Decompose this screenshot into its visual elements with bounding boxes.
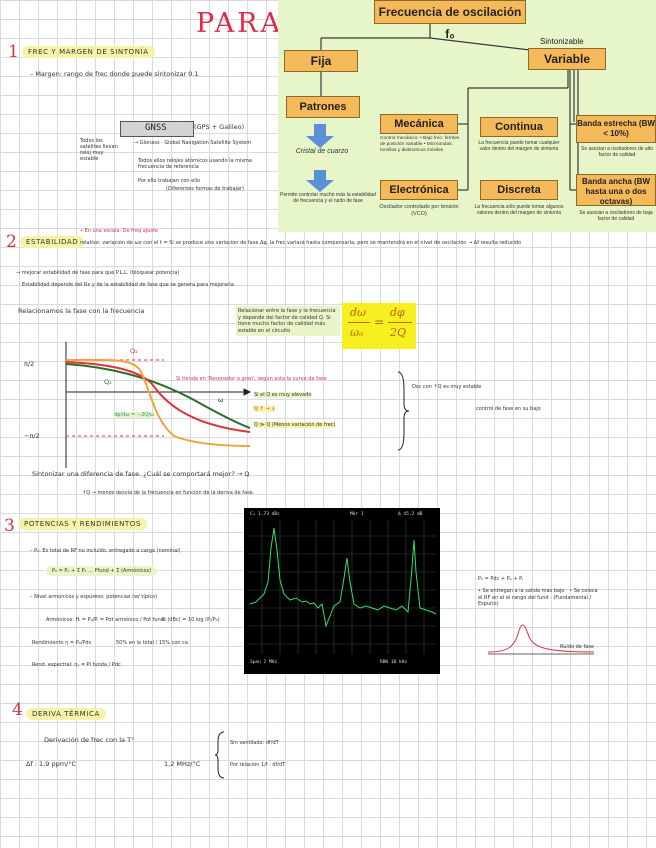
s2-brace-note-2: control de fase en su bajo bbox=[476, 406, 541, 412]
s2-relacion: Relacionamos la fase con la frecuencia bbox=[18, 307, 144, 315]
s3-p1: – P₀: Es total de RF no incluido, entreg… bbox=[30, 548, 181, 554]
s2-green-note: Relacionar entre la fase y la frecuencia… bbox=[236, 306, 340, 336]
gnss-label: GNSS bbox=[145, 123, 167, 133]
gnss-note-3: (Diferentes formas de trabajar) bbox=[166, 186, 244, 192]
gnss-left: Todos los satélites llevan reloj muy est… bbox=[80, 138, 118, 162]
s3-formula: P₀ = Pₒ + Σ P₁ ... Pfund + Σ (Armónicos) bbox=[46, 566, 157, 576]
formula-dphi: dφ bbox=[390, 306, 405, 319]
mindmap-discreta-note: La frecuencia sólo puede tomar algunos v… bbox=[472, 204, 566, 217]
formula-frac-line-r bbox=[388, 322, 412, 323]
phase-plot bbox=[14, 340, 254, 470]
spectrum-label-3: Δ 45.2 dB bbox=[398, 512, 422, 517]
s4-line-3: 1,2 MHz/°C bbox=[164, 760, 200, 768]
s3-r1: Rendimiento η = P₀/Pdc bbox=[32, 640, 91, 646]
section-1-number: 1 bbox=[8, 42, 19, 62]
mindmap-fija: Fija bbox=[284, 50, 358, 72]
gnss-note-2: Por ello trabajan con ello bbox=[138, 178, 200, 184]
mindmap-patrones: Patrones bbox=[286, 96, 360, 118]
section-3-title: POTENCIAS Y RENDIMIENTOS bbox=[18, 518, 147, 530]
s3-h1: Armónicos: Hᵢ = P₀/Pᵢ = Pot armónico / P… bbox=[46, 617, 164, 623]
section-3-number: 3 bbox=[4, 516, 15, 536]
gnss-note-1: Todos ellos relojes atómicos usando la m… bbox=[138, 158, 268, 170]
formula-wo: ωₒ bbox=[350, 326, 363, 339]
mindmap-banda-estrecha: Banda estrecha (BW < 10%) bbox=[576, 115, 656, 143]
s2-g-note-3: Q ≫ Q (Menos variación de frec) bbox=[254, 422, 335, 428]
mindmap-discreta: Discreta bbox=[480, 180, 558, 200]
s3-r3: Rend. espectral: ηₛ = Pi funda / Pdc bbox=[32, 662, 121, 668]
mindmap-continua-note: La frecuencia puede tomar cualquier valo… bbox=[474, 140, 564, 153]
s2-line-3: Estabilidad depende del Rx y de la estab… bbox=[22, 282, 234, 288]
s2-g-note-2: Q ↑ → ↓ bbox=[254, 406, 275, 412]
s3-side-notes: • Se entregan a la salida mas bajo · • S… bbox=[478, 588, 598, 608]
s4-line-2: Δf : 1,9 ppm/°C bbox=[26, 760, 76, 768]
section-4-title: DERIVA TÉRMICA bbox=[26, 708, 106, 720]
s3-p2: – Nivel armónicos y espúreos: potencias … bbox=[30, 594, 157, 600]
mindmap-cristal: Cristal de cuarzo bbox=[294, 148, 350, 157]
mindmap-electronica: Electrónica bbox=[380, 180, 458, 200]
plot-label-q1: Q₁ bbox=[104, 378, 112, 386]
gnss-side: (GPS + Galileo) bbox=[194, 123, 244, 131]
spectrum-label-1: Cₘ 1.73 dBc bbox=[250, 512, 280, 517]
mindmap-patrones-note: Permite controlar mucho más la estabilid… bbox=[280, 192, 376, 205]
mindmap-root: Frecuencia de oscilación f₀ bbox=[374, 0, 526, 24]
s3-mini-spectrum bbox=[486, 618, 596, 658]
s3-h2: N (dBc) = 10 log (Pᵢ/P₀) bbox=[162, 617, 220, 623]
mindmap-estrecha-note: Se asocian a osciladores de alto factor … bbox=[578, 146, 656, 159]
s3-mini-label: Ruido de fase bbox=[560, 644, 594, 650]
section-1-title: FREC Y MARGEN DE SINTONÍA bbox=[22, 46, 155, 58]
s2-red-note: Si tiende en 'Resonador a gran', según e… bbox=[176, 376, 327, 382]
mindmap-electronica-note: Oscilador controlado por tensión (VCO) bbox=[378, 204, 460, 218]
spectrum-label-5: RBW 10 kHz bbox=[380, 660, 407, 665]
s2-footer-2: ↑Q → menos desvía de la frecuencia en fu… bbox=[82, 490, 254, 496]
plot-derivative: dφ/dω = −2Q/ω bbox=[114, 412, 154, 418]
spectrum-analyzer-image bbox=[244, 508, 440, 674]
s2-g-note-1: Si el Q es muy elevado bbox=[254, 392, 311, 398]
s2-brace-note: Osc con ↑Q es muy estable bbox=[412, 384, 481, 390]
section-2-title: ESTABILIDAD bbox=[20, 236, 84, 248]
s3-side: P₀ = Pdc + Pₑ + Pₗ bbox=[478, 576, 523, 582]
mindmap-ancha-note: Se asocian a osciladores de baja factor … bbox=[576, 210, 656, 223]
mindmap-mecanica-note: Control mecánico: • Bajo frec: ferrites … bbox=[380, 136, 460, 154]
formula-equals: = bbox=[374, 315, 384, 329]
plot-omega: ω bbox=[218, 396, 223, 404]
formula-dw: dω bbox=[350, 306, 366, 319]
s2-line-2: → mejorar estabilidad de fase para que P… bbox=[16, 270, 179, 276]
spectrum-label-4: Span 2 MHz bbox=[250, 660, 277, 665]
s3-r2: 50% en la total / 15% con ca bbox=[116, 640, 188, 646]
s4-brace-2: Por relación 1/f · df/dT bbox=[230, 762, 285, 768]
plot-label-q2: Q₂ bbox=[130, 347, 138, 355]
s4-brace bbox=[214, 730, 226, 780]
section-4-number: 4 bbox=[12, 700, 23, 720]
s2-footer-1: Sintonizar una diferencia de fase. ¿Cuál… bbox=[32, 470, 249, 478]
formula-frac-line-l bbox=[348, 322, 370, 323]
s4-brace-1: Sin ventilado: df/dT bbox=[230, 740, 279, 746]
section-2-number: 2 bbox=[6, 232, 17, 252]
s2-top-note: • En una escala: De freq ajuste bbox=[80, 228, 158, 234]
mindmap-mecanica: Mecánica bbox=[380, 114, 458, 134]
formula-2q: 2Q bbox=[390, 326, 406, 339]
mindmap-tunable-label: Sintonizable bbox=[540, 37, 584, 46]
s4-line-1: Derivación de frec con la T° bbox=[44, 736, 134, 744]
spectrum-label-2: Mkr 1 bbox=[350, 512, 364, 517]
mindmap-banda-ancha: Banda ancha (BW hasta una o dos octavas) bbox=[576, 174, 656, 206]
s2-brace bbox=[396, 370, 410, 452]
plot-pi2-top: π/2 bbox=[24, 360, 34, 368]
mindmap-variable: Variable bbox=[528, 48, 606, 70]
s2-line-1: relativo: variación de ωo con el t = Si … bbox=[80, 240, 521, 246]
plot-pi2-bot: −π/2 bbox=[24, 432, 40, 440]
gnss-full: → Glonass · Global Navigation Satellite … bbox=[134, 140, 251, 146]
mindmap-continua: Continua bbox=[480, 117, 558, 137]
s1-margen: – Margen: rango de frec donde puede sint… bbox=[30, 70, 199, 78]
